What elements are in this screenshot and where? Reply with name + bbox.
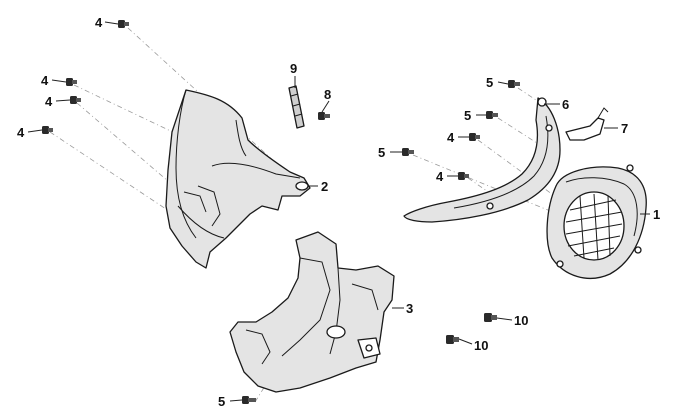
callout-4a: 4 xyxy=(95,15,103,30)
bolt-5c-icon xyxy=(402,148,414,156)
callout-7: 7 xyxy=(621,121,628,136)
part-2-upper-shroud xyxy=(165,89,311,269)
callout-5d: 5 xyxy=(218,394,225,409)
bolt-5b-icon xyxy=(486,111,498,119)
callout-4c: 4 xyxy=(45,94,53,109)
callout-10b: 10 xyxy=(474,338,488,353)
callout-5c: 5 xyxy=(378,145,385,160)
bolt-4c-icon xyxy=(70,96,81,104)
fasteners xyxy=(42,20,520,404)
callout-4f: 4 xyxy=(436,169,444,184)
bolt-5a-icon xyxy=(508,80,520,88)
bolt-4b-icon xyxy=(66,78,77,86)
bolt-10b-icon xyxy=(446,335,459,344)
callout-2: 2 xyxy=(321,179,328,194)
callout-6: 6 xyxy=(562,97,569,112)
callout-5a: 5 xyxy=(486,75,493,90)
callout-4e: 4 xyxy=(447,130,455,145)
bolt-4f-icon xyxy=(458,172,469,180)
bolt-4a-icon xyxy=(118,20,129,28)
bolt-5d-icon xyxy=(242,396,256,404)
callout-labels: 4 4 4 4 9 8 2 3 5 5 4 5 4 6 7 1 5 10 10 xyxy=(17,15,660,409)
part-6-bracket xyxy=(403,97,561,223)
bolt-4e-icon xyxy=(469,133,480,141)
callout-3: 3 xyxy=(406,301,413,316)
bolt-10a-icon xyxy=(484,313,497,322)
part-3-lower-cover xyxy=(229,231,395,393)
callout-4d: 4 xyxy=(17,125,25,140)
leader-lines xyxy=(27,21,650,402)
fan-grille xyxy=(565,193,623,261)
callout-9: 9 xyxy=(290,61,297,76)
part-7-clip xyxy=(565,107,609,141)
callout-8: 8 xyxy=(324,87,331,102)
bolt-8-icon xyxy=(318,112,330,120)
callout-10a: 10 xyxy=(514,313,528,328)
callout-1: 1 xyxy=(653,207,660,222)
bolt-4d-icon xyxy=(42,126,53,134)
part-9-rod xyxy=(288,85,305,129)
part-1-fan-shroud xyxy=(546,164,647,279)
callout-5b: 5 xyxy=(464,108,471,123)
callout-4b: 4 xyxy=(41,73,49,88)
